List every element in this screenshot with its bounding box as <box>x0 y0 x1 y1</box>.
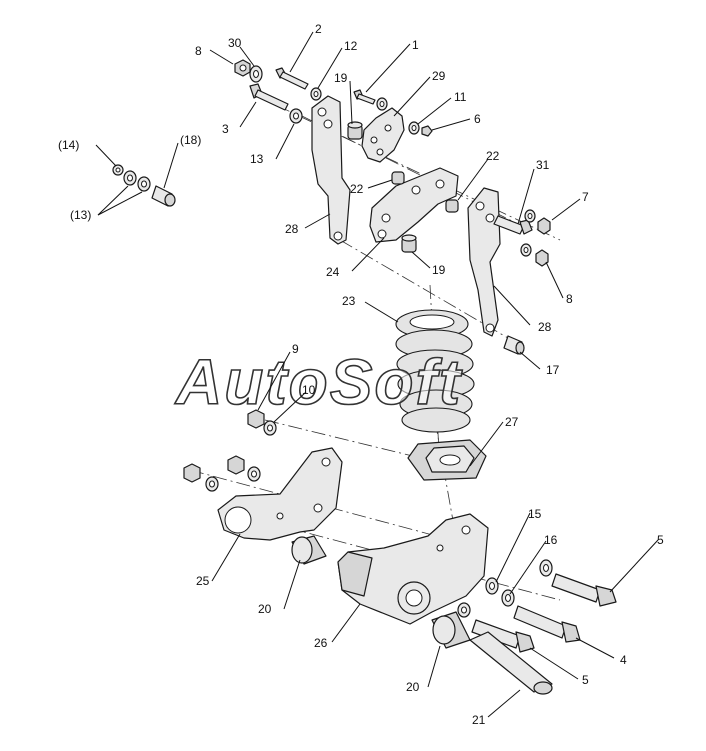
callout-9: 9 <box>292 342 299 356</box>
spacer-19-lower <box>401 234 417 253</box>
washer-30 <box>249 65 263 83</box>
callout-19-lower: 19 <box>432 263 446 277</box>
nut-8-right <box>520 243 549 267</box>
callout-30: 30 <box>228 36 242 50</box>
spacer-22-left <box>391 171 405 185</box>
callout-28-left: 28 <box>285 222 299 236</box>
callout-11: 11 <box>454 90 467 104</box>
callout-12: 12 <box>344 39 358 53</box>
nut-9 <box>247 409 265 429</box>
housing-26 <box>337 513 489 625</box>
aside-washers <box>112 164 151 192</box>
spring-seat-27 <box>407 439 487 481</box>
callout-13-aside: (13) <box>70 208 91 222</box>
callout-22-left: 22 <box>350 182 364 196</box>
washer-19-top <box>376 97 388 111</box>
coil-spring-23 <box>395 309 475 433</box>
callout-7: 7 <box>582 190 589 204</box>
bolt-2 <box>275 67 309 90</box>
callout-25: 25 <box>196 574 210 588</box>
callout-2: 2 <box>315 22 322 36</box>
pin-21 <box>469 631 553 695</box>
callout-21: 21 <box>472 713 486 727</box>
washer-11 <box>408 121 420 135</box>
callout-15: 15 <box>528 507 542 521</box>
callout-5-upper: 5 <box>657 533 664 547</box>
spacer-22-right <box>445 199 459 213</box>
bolt-5-upper <box>551 573 617 607</box>
nuts-bracket-left <box>183 455 261 492</box>
callout-13: 13 <box>250 152 264 166</box>
link-plate-28-right <box>467 187 501 337</box>
callout-20-lower: 20 <box>406 680 420 694</box>
callout-4: 4 <box>620 653 627 667</box>
callout-6: 6 <box>474 112 481 126</box>
bolt-5-lower <box>471 619 535 653</box>
nut-6 <box>421 125 433 137</box>
callout-20-upper: 20 <box>258 602 272 616</box>
washer-12 <box>310 87 322 101</box>
callout-16: 16 <box>544 533 558 547</box>
callout-19-top: 19 <box>334 71 348 85</box>
link-plate-28-left <box>311 95 351 245</box>
callout-1: 1 <box>412 38 419 52</box>
callout-3: 3 <box>222 122 229 136</box>
callout-29: 29 <box>432 69 446 83</box>
callout-14: (14) <box>58 138 79 152</box>
callout-22-right: 22 <box>486 149 500 163</box>
bushing-20-upper <box>291 535 327 565</box>
pin-17 <box>503 335 525 355</box>
washers-15-16 <box>457 559 553 618</box>
callout-24: 24 <box>326 265 340 279</box>
washer-10 <box>263 420 277 436</box>
callout-18: (18) <box>180 133 201 147</box>
callout-8-top: 8 <box>195 44 202 58</box>
cam-plate-29 <box>361 107 405 163</box>
leader-lines <box>95 31 659 718</box>
callout-labels: 8 30 2 12 3 13 1 19 29 11 6 (14) (18) (1… <box>58 22 664 727</box>
bolt-31 <box>493 215 533 235</box>
callout-5-lower: 5 <box>582 673 589 687</box>
callout-31: 31 <box>536 158 550 172</box>
nut-8-top <box>234 59 251 77</box>
bolt-1 <box>353 89 376 105</box>
callout-27: 27 <box>505 415 519 429</box>
callout-26: 26 <box>314 636 328 650</box>
washer-13 <box>289 108 303 124</box>
callout-28-right: 28 <box>538 320 552 334</box>
callout-10: 10 <box>302 383 316 397</box>
callout-8-right: 8 <box>566 292 573 306</box>
bracket-plate-24 <box>369 167 459 243</box>
watermark-text: AutoSoft <box>174 346 463 418</box>
bolt-3 <box>249 83 289 111</box>
bolt-4 <box>513 605 581 643</box>
washer-7 <box>524 209 551 235</box>
spacer-19-upper <box>347 121 363 140</box>
callout-17: 17 <box>546 363 560 377</box>
bracket-25 <box>217 447 343 541</box>
aside-pin-18 <box>151 185 176 207</box>
callout-23: 23 <box>342 294 356 308</box>
